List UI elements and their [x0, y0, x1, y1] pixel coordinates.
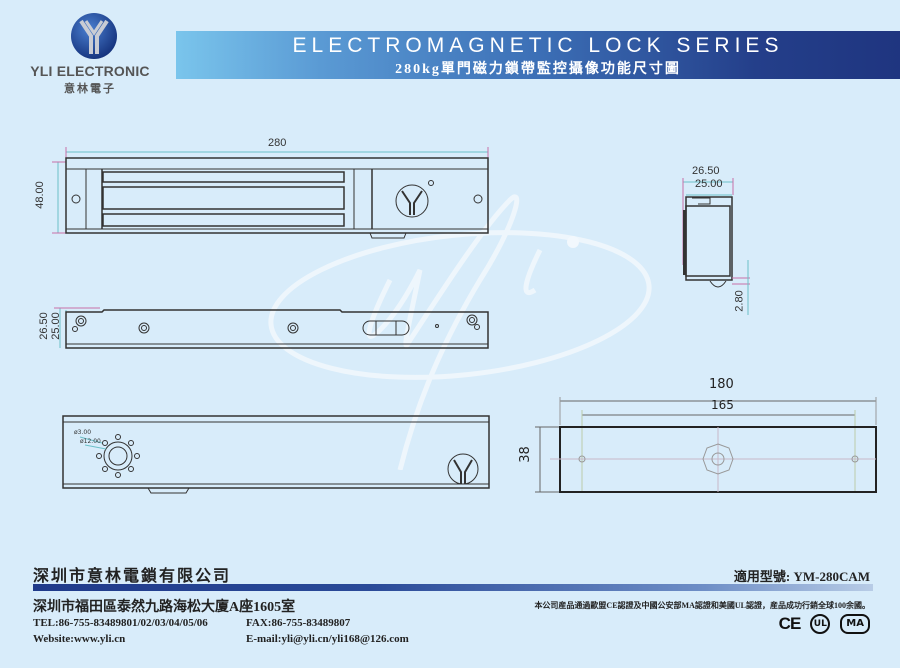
- footer-divider: [33, 584, 873, 591]
- company-name: 深圳市意林電鎖有限公司: [33, 566, 232, 585]
- logo-chinese-text: 意林電子: [64, 82, 116, 95]
- fax: FAX:86-755-83489807: [246, 617, 351, 629]
- yli-logo-icon: [71, 13, 117, 59]
- page-title: ELECTROMAGNETIC LOCK SERIES: [292, 34, 784, 57]
- side-inner-dimension: 25.00: [695, 178, 723, 190]
- camera-view-drawing: ø3.00 ø12.00: [60, 412, 500, 501]
- website-link[interactable]: Website:www.yli.cn: [33, 633, 126, 645]
- front-width-dimension: 280: [268, 137, 287, 149]
- front-view-drawing: 280 48.00: [34, 135, 500, 249]
- certification-badges: CE UL MA: [779, 614, 870, 634]
- page-subtitle: 280kg單門磁力鎖帶監控攝像功能尺寸圖: [395, 62, 681, 77]
- plate-height-dimension: 38: [517, 446, 533, 463]
- top-outer-dimension: 26.50: [37, 312, 50, 340]
- company-address: 深圳市福田區泰然九路海松大廈A座1605室: [33, 600, 296, 615]
- hole-large-dimension: ø12.00: [80, 438, 101, 445]
- certification-text: 本公司産品通過歐盟CE認證及中國公安部MA認證和美國UL認證，産品成功行銷全球1…: [534, 601, 870, 610]
- front-height-dimension: 48.00: [33, 181, 46, 209]
- side-view-drawing: 26.50 25.00 2.80: [670, 160, 760, 324]
- plate-length-dimension: 180: [709, 377, 734, 392]
- ma-mark-icon: MA: [840, 614, 870, 634]
- hole-small-dimension: ø3.00: [74, 429, 92, 436]
- telephone: TEL:86-755-83489801/02/03/04/05/06: [33, 617, 208, 629]
- ul-mark-icon: UL: [810, 614, 831, 634]
- ce-mark-icon: CE: [778, 614, 802, 633]
- side-offset-dimension: 2.80: [733, 290, 746, 312]
- title-banner: ELECTROMAGNETIC LOCK SERIES 280kg單門磁力鎖帶監…: [176, 31, 900, 79]
- logo-text: YLI ELECTRONIC: [30, 63, 150, 79]
- model-number: 適用型號: YM-280CAM: [733, 569, 870, 584]
- company-logo: [70, 12, 118, 60]
- side-outer-dimension: 26.50: [692, 165, 720, 177]
- armature-plate-drawing: 180 165 38: [515, 375, 895, 504]
- email-link[interactable]: E-mail:yli@yli.cn/yli168@126.com: [246, 633, 409, 645]
- yli-watermark-icon: [268, 194, 652, 470]
- plate-hole-spacing-dimension: 165: [711, 398, 734, 412]
- top-inner-dimension: 25.00: [49, 312, 62, 340]
- top-view-drawing: 26.50 25.00: [37, 300, 500, 354]
